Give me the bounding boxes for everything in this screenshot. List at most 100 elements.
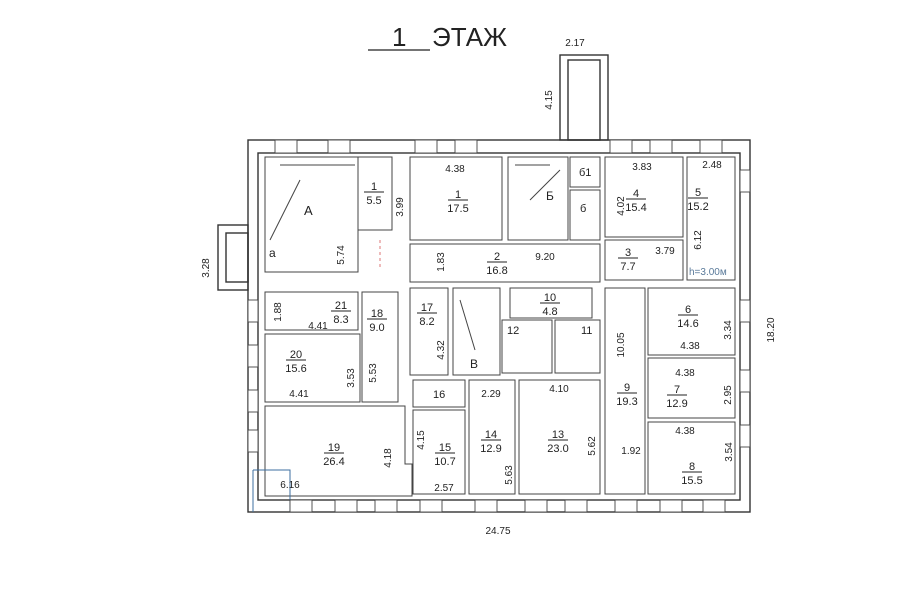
window bbox=[289, 499, 313, 513]
room-number: 9 bbox=[624, 382, 630, 394]
room-area: 23.0 bbox=[547, 443, 568, 455]
dimension-label: 2.95 bbox=[723, 385, 734, 405]
room-area: 26.4 bbox=[323, 456, 344, 468]
room-number: 10 bbox=[544, 292, 556, 304]
dimension-label: 4.41 bbox=[308, 321, 328, 332]
dimension-label: 2.48 bbox=[702, 160, 722, 171]
room-number: 3 bbox=[625, 247, 631, 259]
stair-labels: А а Б б1 б В h=3.00м 12 11 16 bbox=[269, 167, 727, 401]
room-11-label: 11 bbox=[581, 325, 592, 337]
window bbox=[247, 344, 259, 368]
stair-a-label: А bbox=[304, 203, 313, 218]
dimension-label: 4.32 bbox=[436, 340, 447, 360]
room-r5: 515.2 bbox=[687, 187, 708, 213]
window bbox=[739, 299, 751, 323]
room-number: 17 bbox=[421, 302, 433, 314]
room-number: 1 bbox=[455, 189, 461, 201]
room-r3: 37.7 bbox=[618, 247, 638, 273]
room-r18: 189.0 bbox=[367, 308, 387, 334]
window bbox=[454, 139, 478, 154]
room-r15: 15 10.7 bbox=[434, 442, 455, 468]
floor-label: ЭТАЖ bbox=[432, 22, 507, 52]
room-number: 6 bbox=[685, 304, 691, 316]
room-r20: 20 15.6 bbox=[285, 349, 306, 375]
room-area: 15.2 bbox=[687, 201, 708, 213]
room-r8: 815.5 bbox=[681, 461, 702, 487]
walls bbox=[217, 54, 751, 513]
dimension-label: 5.63 bbox=[504, 465, 515, 485]
room-number: 15 bbox=[439, 442, 451, 454]
dimension-label: 1.88 bbox=[273, 302, 284, 322]
room-r7: 712.9 bbox=[666, 384, 687, 410]
room-r1a: 15.5 bbox=[364, 181, 384, 207]
stair-v-label: В bbox=[470, 357, 478, 371]
room-area: 9.0 bbox=[369, 322, 384, 334]
window bbox=[474, 499, 498, 513]
window bbox=[739, 369, 751, 393]
room-r6: 614.6 bbox=[677, 304, 698, 330]
room-number: 20 bbox=[290, 349, 302, 361]
dimension-label: 4.10 bbox=[549, 384, 569, 395]
dimension-label: 24.75 bbox=[485, 526, 510, 537]
window bbox=[739, 169, 751, 193]
dimension-label: 4.38 bbox=[675, 368, 695, 379]
dimension-label: 1.83 bbox=[436, 252, 447, 272]
room-area: 16.8 bbox=[486, 265, 507, 277]
window bbox=[374, 499, 398, 513]
window bbox=[699, 139, 723, 154]
window bbox=[614, 499, 638, 513]
dimension-label: 3.53 bbox=[346, 368, 357, 388]
ceiling-height: h=3.00м bbox=[689, 267, 727, 278]
dimension-label: 2.17 bbox=[565, 38, 585, 49]
room-area: 14.6 bbox=[677, 318, 698, 330]
dimension-label: 4.38 bbox=[680, 341, 700, 352]
room-16-label: 16 bbox=[433, 389, 445, 401]
dimension-label: 4.15 bbox=[416, 430, 427, 450]
dimension-label: 4.38 bbox=[445, 164, 465, 175]
dimension-label: 3.28 bbox=[201, 258, 212, 278]
room-area: 5.5 bbox=[366, 195, 381, 207]
room-r4: 415.4 bbox=[625, 188, 646, 214]
window bbox=[609, 139, 633, 154]
room-number: 13 bbox=[552, 429, 564, 441]
window bbox=[247, 389, 259, 413]
room-number: 2 bbox=[494, 251, 500, 263]
dimension-label: 6.16 bbox=[280, 480, 300, 491]
window bbox=[524, 499, 548, 513]
window bbox=[702, 499, 726, 513]
room-area: 10.7 bbox=[434, 456, 455, 468]
dimension-label: 3.54 bbox=[724, 442, 735, 462]
dimension-label: 1.92 bbox=[621, 446, 641, 457]
window bbox=[327, 139, 351, 154]
windows bbox=[247, 139, 751, 513]
room-12-label: 12 bbox=[507, 325, 519, 337]
room-area: 15.4 bbox=[625, 202, 646, 214]
stair-b-label: Б bbox=[546, 189, 554, 203]
room-number: 21 bbox=[335, 300, 347, 312]
room-number: 7 bbox=[674, 384, 680, 396]
floor-number: 1 bbox=[392, 22, 406, 52]
window bbox=[247, 299, 259, 323]
room-area: 12.9 bbox=[480, 443, 501, 455]
window bbox=[739, 424, 751, 448]
room-area: 15.6 bbox=[285, 363, 306, 375]
dimension-label: 5.74 bbox=[336, 245, 347, 265]
dimension-label: 3.34 bbox=[723, 320, 734, 340]
stair-a-small-label: а bbox=[269, 246, 276, 260]
dimension-label: 2.29 bbox=[481, 389, 501, 400]
room-area: 15.5 bbox=[681, 475, 702, 487]
window bbox=[659, 499, 683, 513]
room-area: 17.5 bbox=[447, 203, 468, 215]
room-b-small-label: б bbox=[580, 203, 586, 215]
room-r9: 919.3 bbox=[616, 382, 637, 408]
dimension-label: 2.57 bbox=[434, 483, 454, 494]
window bbox=[649, 139, 673, 154]
title: 1 ЭТАЖ bbox=[368, 22, 507, 52]
window bbox=[247, 429, 259, 453]
room-r2: 216.8 bbox=[486, 251, 507, 277]
room-b1-label: б1 bbox=[579, 167, 591, 179]
room-area: 8.3 bbox=[333, 314, 348, 326]
